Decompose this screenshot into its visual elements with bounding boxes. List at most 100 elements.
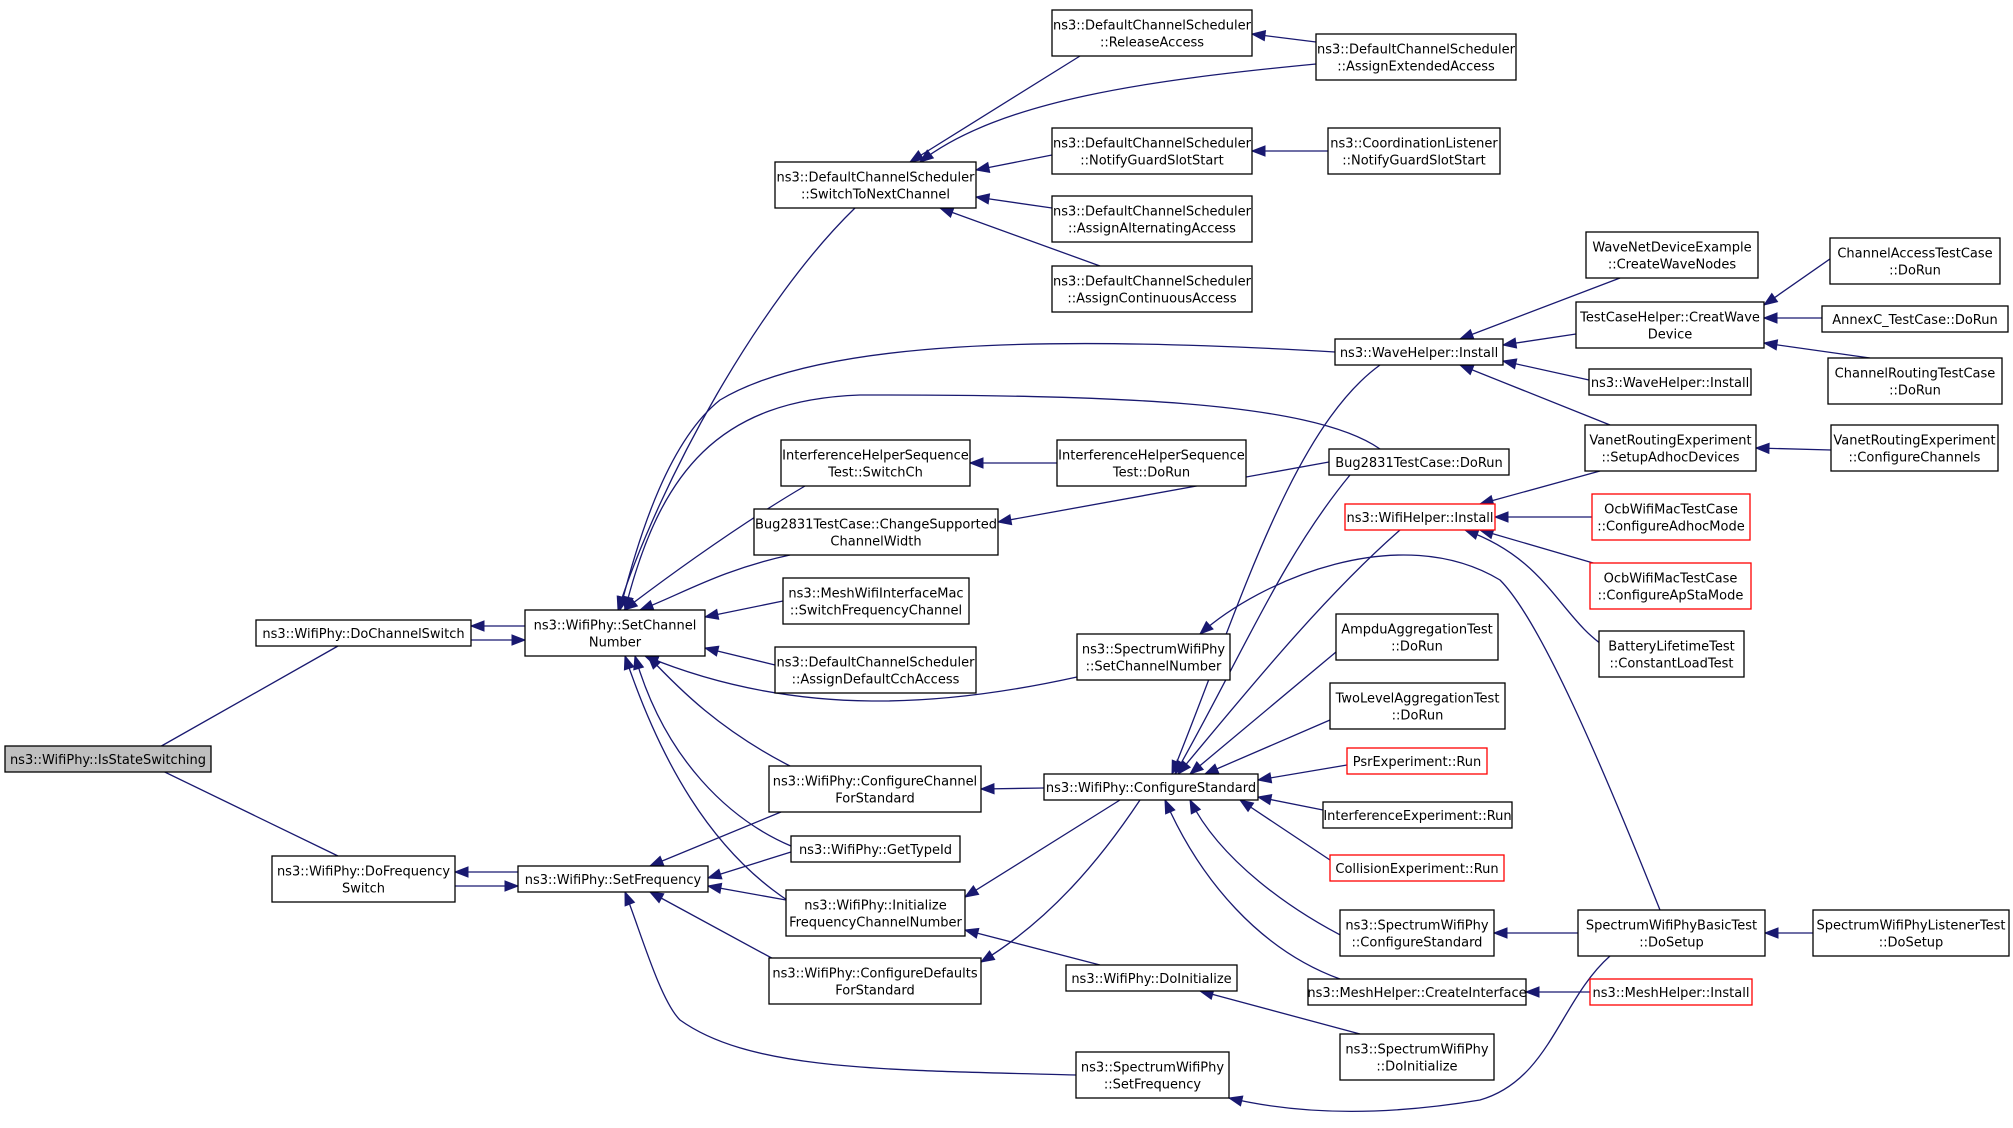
node-box xyxy=(1315,33,1517,81)
edge-doChannelSwitch-to-setChannelNumber xyxy=(471,634,527,646)
edge-line xyxy=(964,799,1121,898)
edge-line xyxy=(1177,529,1401,775)
node-interfExpRun[interactable]: InterferenceExperiment::Run xyxy=(1322,801,1513,829)
node-vanetConfigChannels[interactable]: VanetRoutingExperiment::ConfigureChannel… xyxy=(1830,424,1999,472)
node-label: ns3::WaveHelper::Install xyxy=(1340,346,1498,361)
node-label: Number xyxy=(589,636,642,651)
node-label: ::DoSetup xyxy=(1879,936,1944,951)
node-annexCRun[interactable]: AnnexC_TestCase::DoRun xyxy=(1821,305,2009,333)
node-configureStandard[interactable]: ns3::WifiPhy::ConfigureStandard xyxy=(1043,773,1259,801)
node-getTypeId[interactable]: ns3::WifiPhy::GetTypeId xyxy=(790,835,961,863)
node-collisionRun[interactable]: CollisionExperiment::Run xyxy=(1329,854,1505,882)
edge-interfExpRun-to-configureStandard xyxy=(1256,794,1324,811)
node-ampduDoRun[interactable]: AmpduAggregationTest::DoRun xyxy=(1335,613,1499,661)
node-wifiHelperInstall[interactable]: ns3::WifiHelper::Install xyxy=(1344,503,1496,531)
edge-ocbConfigAdhoc-to-wifiHelperInstall xyxy=(1493,511,1592,523)
arrowhead-icon xyxy=(1164,798,1176,815)
arrowhead-icon xyxy=(638,599,655,611)
arrowhead-icon xyxy=(1762,339,1779,351)
edge-line xyxy=(623,485,806,611)
node-assignAlternating[interactable]: ns3::DefaultChannelScheduler::AssignAlte… xyxy=(1051,195,1253,243)
node-spectrumSetChannel[interactable]: ns3::SpectrumWifiPhy::SetChannelNumber xyxy=(1076,633,1231,681)
node-spectrumDoInit[interactable]: ns3::SpectrumWifiPhy::DoInitialize xyxy=(1339,1033,1495,1081)
node-channelRoutingRun[interactable]: ChannelRoutingTestCase::DoRun xyxy=(1827,357,2003,405)
edge-meshHelperInstall-to-meshCreateIface xyxy=(1524,986,1590,998)
node-ocbConfigApSta[interactable]: OcbWifiMacTestCase::ConfigureApStaMode xyxy=(1589,562,1752,610)
node-twoLevelDoRun[interactable]: TwoLevelAggregationTest::DoRun xyxy=(1329,682,1506,730)
node-box xyxy=(1329,682,1506,730)
node-label: WaveNetDeviceExample xyxy=(1592,241,1751,256)
node-meshCreateIface[interactable]: ns3::MeshHelper::CreateInterface xyxy=(1307,978,1527,1006)
node-switchToNextChannel[interactable]: ns3::DefaultChannelScheduler::SwitchToNe… xyxy=(774,161,977,209)
edge-setFrequency-to-doFrequencySwitch xyxy=(453,866,518,878)
node-vanetSetupAdhoc[interactable]: VanetRoutingExperiment::SetupAdhocDevice… xyxy=(1584,424,1757,472)
node-label: TwoLevelAggregationTest xyxy=(1335,692,1500,707)
node-label: InterferenceHelperSequence xyxy=(1058,449,1245,464)
node-box xyxy=(1051,127,1253,175)
node-label: Test::SwitchCh xyxy=(827,466,923,481)
node-box xyxy=(1589,562,1752,610)
node-ocbConfigAdhoc[interactable]: OcbWifiMacTestCase::ConfigureAdhocMode xyxy=(1591,493,1751,541)
node-box xyxy=(524,609,706,657)
node-coordNotifyGuard[interactable]: ns3::CoordinationListener::NotifyGuardSl… xyxy=(1327,127,1501,175)
node-bugDoRun[interactable]: Bug2831TestCase::DoRun xyxy=(1328,448,1510,476)
node-isStateSwitching[interactable]: ns3::WifiPhy::IsStateSwitching xyxy=(4,745,212,773)
node-doInitialize[interactable]: ns3::WifiPhy::DoInitialize xyxy=(1065,964,1238,992)
node-bugChangeWidth[interactable]: Bug2831TestCase::ChangeSupportedChannelW… xyxy=(753,508,999,556)
edge-doInitialize-to-initFreqChannel xyxy=(963,927,1101,966)
node-label: ::ReleaseAccess xyxy=(1100,36,1204,51)
node-label: ns3::WifiPhy::Initialize xyxy=(804,899,946,914)
node-psrRun[interactable]: PsrExperiment::Run xyxy=(1346,747,1488,775)
node-setChannelNumber[interactable]: ns3::WifiPhy::SetChannelNumber xyxy=(524,609,706,657)
edge-releaseAccess-to-switchToNextChannel xyxy=(908,55,1081,163)
edge-doFrequencySwitch-to-isStateSwitching xyxy=(140,760,339,857)
node-waveCreateNodes[interactable]: WaveNetDeviceExample::CreateWaveNodes xyxy=(1585,231,1759,279)
node-configureChannelForStandard[interactable]: ns3::WifiPhy::ConfigureChannelForStandar… xyxy=(768,765,982,813)
node-label: ns3::DefaultChannelScheduler xyxy=(1053,275,1252,290)
node-initFreqChannel[interactable]: ns3::WifiPhy::InitializeFrequencyChannel… xyxy=(785,889,966,937)
node-releaseAccess[interactable]: ns3::DefaultChannelScheduler::ReleaseAcc… xyxy=(1051,9,1253,57)
node-meshSwitchFreq[interactable]: ns3::MeshWifiInterfaceMac::SwitchFrequen… xyxy=(782,577,970,625)
node-box xyxy=(1346,747,1488,775)
node-channelAccessRun[interactable]: ChannelAccessTestCase::DoRun xyxy=(1829,237,2001,285)
edge-bugChangeWidth-to-setChannelNumber xyxy=(638,554,791,611)
arrowhead-icon xyxy=(1250,29,1267,42)
node-box xyxy=(780,439,971,487)
node-label: ns3::WifiPhy::ConfigureChannel xyxy=(773,775,977,790)
node-label: ::DoRun xyxy=(1392,709,1444,724)
node-label: ::ConfigureAdhocMode xyxy=(1597,520,1744,535)
node-waveHelperInstall[interactable]: ns3::WaveHelper::Install xyxy=(1334,338,1504,366)
arrowhead-icon xyxy=(703,608,720,620)
node-spectrumSetFrequency[interactable]: ns3::SpectrumWifiPhy::SetFrequency xyxy=(1075,1051,1230,1099)
node-waveHelperInstall2[interactable]: ns3::WaveHelper::Install xyxy=(1588,368,1752,396)
node-assignContinuous[interactable]: ns3::DefaultChannelScheduler::AssignCont… xyxy=(1051,265,1253,313)
node-notifyGuardStart[interactable]: ns3::DefaultChannelScheduler::NotifyGuar… xyxy=(1051,127,1253,175)
node-batteryLoad[interactable]: BatteryLifetimeTest::ConstantLoadTest xyxy=(1598,630,1745,678)
node-label: AnnexC_TestCase::DoRun xyxy=(1832,313,1997,328)
node-box xyxy=(1051,195,1253,243)
edge-assignAlternating-to-switchToNextChannel xyxy=(974,193,1053,209)
node-spectrumBasicSetup[interactable]: SpectrumWifiPhyBasicTest::DoSetup xyxy=(1577,909,1766,957)
node-label: ns3::WifiPhy::ConfigureDefaults xyxy=(772,967,978,982)
node-assignExtended[interactable]: ns3::DefaultChannelScheduler::AssignExte… xyxy=(1315,33,1517,81)
edge-configureDefaults-to-setFrequency xyxy=(648,891,791,969)
node-meshHelperInstall[interactable]: ns3::MeshHelper::Install xyxy=(1589,978,1753,1006)
node-label: ns3::SpectrumWifiPhy xyxy=(1081,1061,1224,1076)
node-label: ns3::SpectrumWifiPhy xyxy=(1345,1043,1488,1058)
node-box xyxy=(1043,773,1259,801)
node-configureDefaults[interactable]: ns3::WifiPhy::ConfigureDefaultsForStanda… xyxy=(768,957,982,1005)
node-label: ForStandard xyxy=(835,792,914,807)
edge-assignExtended-to-switchToNextChannel xyxy=(918,63,1317,163)
node-spectrumListenerSetup[interactable]: SpectrumWifiPhyListenerTest::DoSetup xyxy=(1812,909,2010,957)
edge-line xyxy=(644,655,1078,702)
node-assignDefaultCch[interactable]: ns3::DefaultChannelScheduler::AssignDefa… xyxy=(774,646,977,694)
node-doChannelSwitch[interactable]: ns3::WifiPhy::DoChannelSwitch xyxy=(255,619,472,647)
node-setFrequency[interactable]: ns3::WifiPhy::SetFrequency xyxy=(517,865,709,893)
node-box xyxy=(774,646,977,694)
node-spectrumConfigStd[interactable]: ns3::SpectrumWifiPhy::ConfigureStandard xyxy=(1339,909,1495,957)
node-box xyxy=(1329,854,1505,882)
